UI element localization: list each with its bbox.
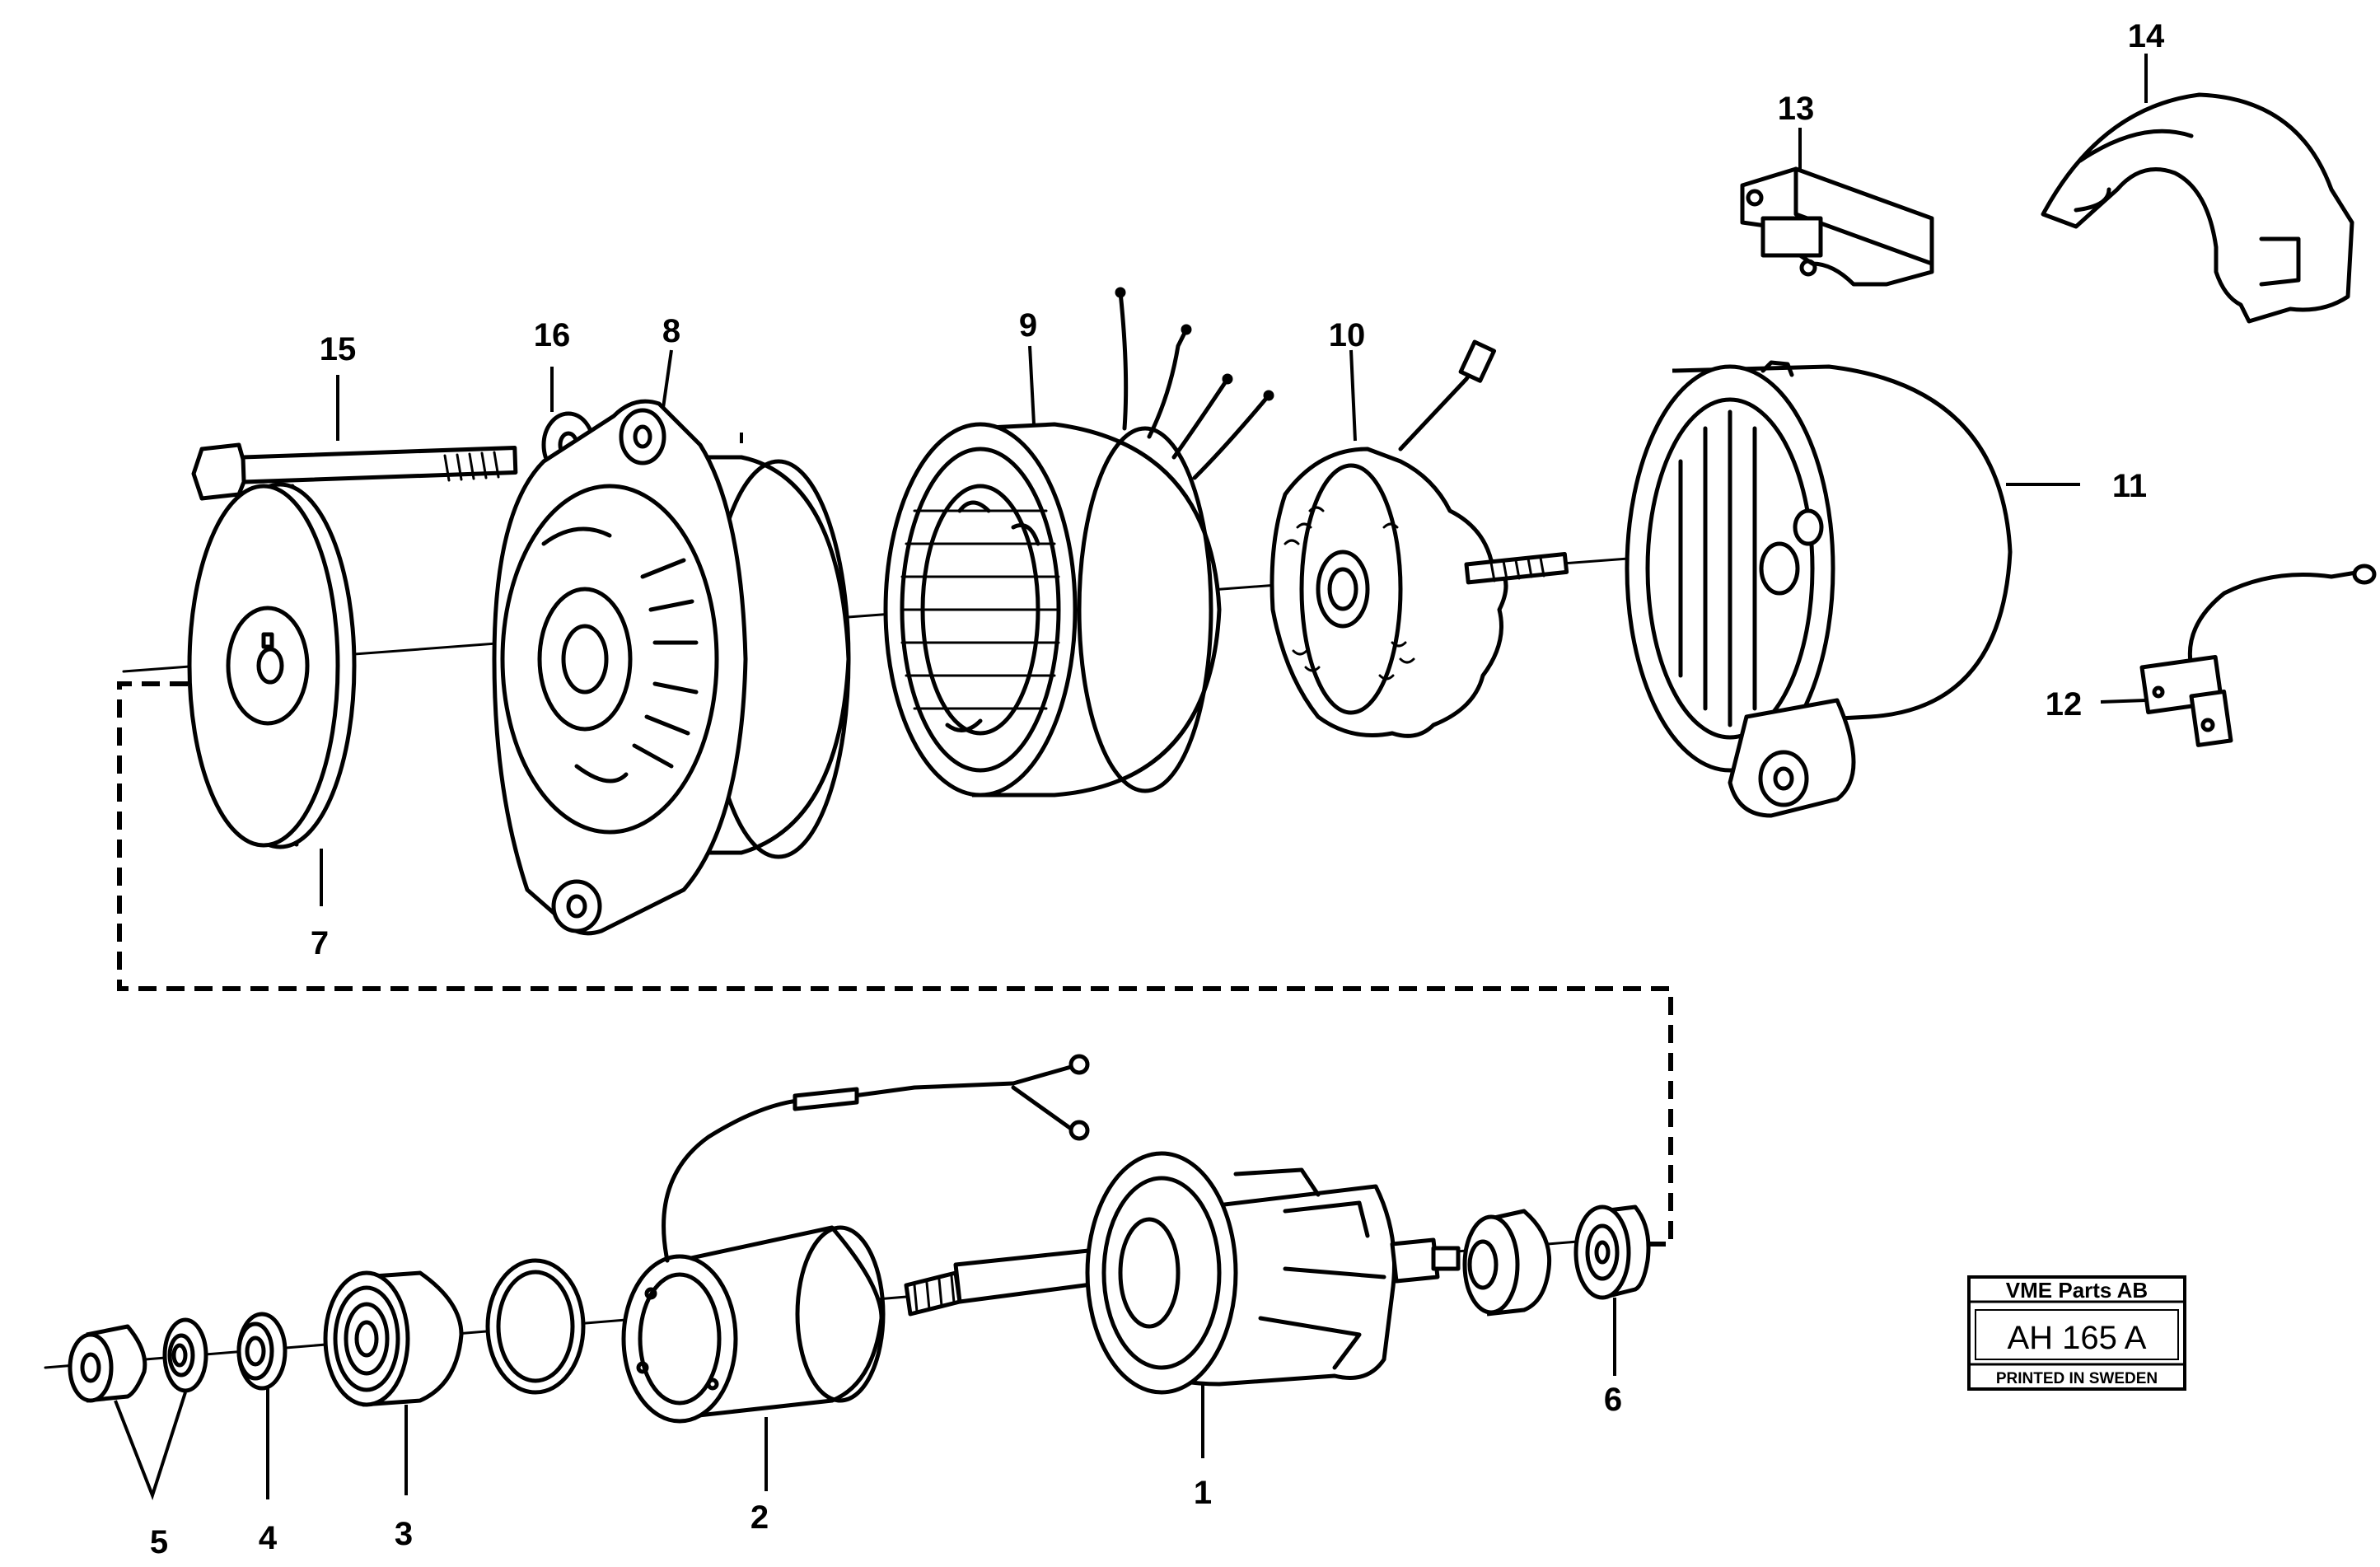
part-bearing — [323, 1270, 464, 1407]
part-rotor — [904, 1151, 1461, 1395]
part-slip-ring-end-bracket — [1625, 360, 2013, 818]
callout-15: 15 — [320, 331, 357, 367]
part-cover — [2041, 92, 2354, 324]
callout-2: 2 — [750, 1499, 769, 1536]
leader-lines — [114, 54, 2148, 1500]
title-block-printed: PRINTED IN SWEDEN — [1996, 1370, 2158, 1387]
dashed-connector — [117, 681, 1673, 1247]
callout-6: 6 — [1604, 1382, 1622, 1418]
callout-9: 9 — [1019, 307, 1037, 344]
callout-13: 13 — [1778, 91, 1815, 127]
part-rectifier — [1269, 339, 1569, 738]
part-pulley — [187, 482, 357, 849]
callout-3: 3 — [395, 1516, 413, 1552]
callout-1: 1 — [1194, 1475, 1212, 1511]
part-stator — [883, 287, 1274, 798]
part-bushing — [236, 1312, 288, 1391]
callout-14: 14 — [2128, 18, 2165, 54]
callout-labels: 15 16 8 9 10 11 12 13 14 7 1 2 3 4 5 6 — [150, 18, 2165, 1560]
callout-11: 11 — [2112, 468, 2147, 504]
callout-10: 10 — [1329, 317, 1366, 353]
part-bearing-right — [1462, 1204, 1651, 1317]
callout-12: 12 — [2046, 686, 2083, 723]
callout-7: 7 — [311, 925, 329, 961]
part-bolt — [191, 442, 518, 501]
title-block: VME Parts AB AH 165 A PRINTED IN SWEDEN — [1967, 1275, 2186, 1391]
callout-8: 8 — [662, 313, 680, 349]
part-slip-ring-housing — [621, 1054, 1090, 1424]
part-cable-terminal — [2139, 564, 2377, 747]
callout-5: 5 — [150, 1524, 168, 1560]
part-o-ring — [485, 1258, 586, 1395]
callout-16: 16 — [534, 317, 571, 353]
part-drive-end-bracket — [492, 399, 851, 936]
title-block-code: AH 165 A — [2007, 1320, 2146, 1356]
part-brush-holder — [1740, 166, 1934, 287]
title-block-company: VME Parts AB — [2006, 1278, 2148, 1303]
part-spacer-and-washer — [68, 1317, 208, 1403]
callout-4: 4 — [259, 1520, 278, 1556]
